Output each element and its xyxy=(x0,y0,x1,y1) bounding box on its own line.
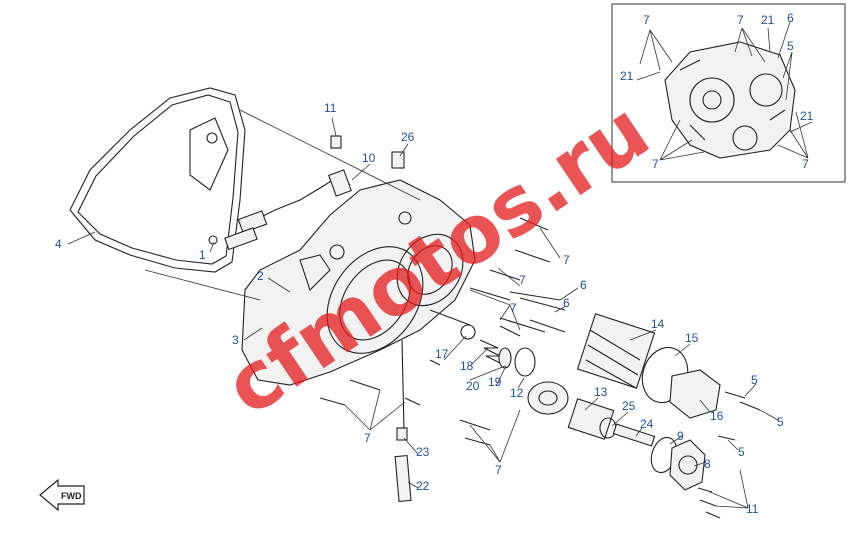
inset-callout-21: 21 xyxy=(800,109,814,123)
oil-filter xyxy=(576,313,656,389)
callout-7: 7 xyxy=(563,253,570,267)
inset-callout-7: 7 xyxy=(802,157,809,171)
callout-5: 5 xyxy=(738,445,745,459)
dipstick xyxy=(394,339,412,503)
callout-4: 4 xyxy=(55,237,62,251)
callout-6: 6 xyxy=(580,278,587,292)
callout-18: 18 xyxy=(460,359,474,373)
projection-lines xyxy=(144,109,421,301)
callout-7: 7 xyxy=(510,301,517,315)
callout-24: 24 xyxy=(640,417,654,431)
callout-12: 12 xyxy=(510,386,524,400)
inset-callout-7: 7 xyxy=(737,13,744,27)
callout-11: 11 xyxy=(324,101,337,115)
callout-2: 2 xyxy=(257,269,264,283)
filter-cover-16 xyxy=(669,369,721,419)
inset-view: 7 7 21 6 5 21 21 7 7 xyxy=(611,3,846,183)
callout-9: 9 xyxy=(677,429,684,443)
callout-25: 25 xyxy=(622,399,636,413)
callout-leaders xyxy=(67,117,779,509)
callout-19: 19 xyxy=(488,375,502,389)
callout-5: 5 xyxy=(777,415,784,429)
inset-callout-21: 21 xyxy=(620,69,634,83)
inset-callout-5: 5 xyxy=(787,39,794,53)
callout-17: 17 xyxy=(435,347,449,361)
callout-1: 1 xyxy=(199,248,206,262)
callout-8: 8 xyxy=(704,457,711,471)
inset-callout-21: 21 xyxy=(761,13,775,27)
callout-5: 5 xyxy=(751,373,758,387)
crankcase-cover xyxy=(241,179,476,386)
callout-7: 7 xyxy=(519,273,526,287)
callout-13: 13 xyxy=(594,385,608,399)
callout-22: 22 xyxy=(416,479,430,493)
callout-labels: 4 1 2 3 11 10 26 7 7 6 7 6 7 14 15 17 18… xyxy=(55,101,784,516)
callout-7: 7 xyxy=(364,431,371,445)
callout-15: 15 xyxy=(685,331,699,345)
callout-6: 6 xyxy=(563,296,570,310)
pump-cover-8 xyxy=(669,439,706,491)
fwd-label: FWD xyxy=(61,491,82,501)
cover-bolts xyxy=(319,217,566,446)
sensor-assembly xyxy=(208,135,405,251)
callout-14: 14 xyxy=(651,317,665,331)
callout-10: 10 xyxy=(362,151,376,165)
callout-20: 20 xyxy=(466,379,480,393)
inset-callout-6: 6 xyxy=(787,11,794,25)
callout-7: 7 xyxy=(495,463,502,477)
small-screws xyxy=(697,391,761,519)
gasket xyxy=(69,87,246,273)
callout-23: 23 xyxy=(416,445,430,459)
callout-11: 11 xyxy=(746,502,759,516)
inset-callout-7: 7 xyxy=(643,13,650,27)
watermark: cfmotos.ru xyxy=(209,84,666,434)
callout-3: 3 xyxy=(232,333,239,347)
fwd-arrow: FWD xyxy=(39,478,85,512)
callout-26: 26 xyxy=(401,130,415,144)
inset-callout-7: 7 xyxy=(652,157,659,171)
callout-16: 16 xyxy=(710,409,724,423)
